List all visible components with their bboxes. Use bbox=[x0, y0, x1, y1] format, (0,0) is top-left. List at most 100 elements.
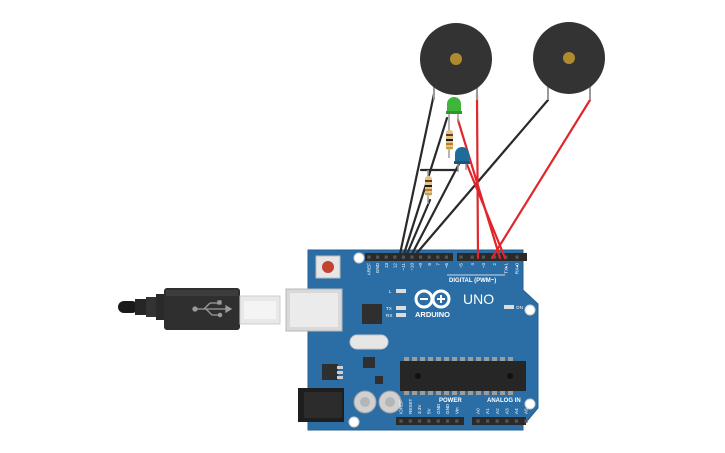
green-led[interactable] bbox=[446, 97, 462, 124]
pin-label: ~6 bbox=[444, 263, 449, 269]
usb-symbol-icon bbox=[192, 300, 233, 318]
small-chip bbox=[363, 357, 375, 368]
pin-socket[interactable] bbox=[399, 419, 403, 423]
model-label: UNO bbox=[463, 291, 494, 307]
pin-socket[interactable] bbox=[418, 419, 422, 423]
led-tx-label: TX bbox=[386, 306, 392, 311]
reset-button[interactable] bbox=[315, 255, 341, 279]
pin-label: Vin bbox=[454, 407, 459, 414]
pin-socket[interactable] bbox=[481, 255, 485, 259]
led-rx-label: RX bbox=[386, 313, 392, 318]
pin-socket[interactable] bbox=[493, 255, 497, 259]
mounting-hole bbox=[348, 416, 360, 428]
pin-socket[interactable] bbox=[436, 419, 440, 423]
resistor-1[interactable] bbox=[446, 124, 453, 158]
analog-header-label: ANALOG IN bbox=[487, 398, 521, 404]
atmega-microcontroller bbox=[400, 357, 526, 395]
pin-label: RX◂0 bbox=[515, 263, 520, 275]
dc-power-jack bbox=[298, 388, 344, 422]
digital-header-label: DIGITAL (PWM~) bbox=[449, 278, 496, 284]
pin-label: RESET bbox=[408, 398, 413, 414]
pin-socket[interactable] bbox=[486, 419, 490, 423]
pin-socket[interactable] bbox=[427, 419, 431, 423]
pin-label: 4 bbox=[470, 263, 475, 266]
pin-label: A2 bbox=[495, 408, 500, 414]
pin-socket[interactable] bbox=[410, 255, 414, 259]
pin-label: AREF bbox=[367, 263, 372, 275]
crystal-oscillator bbox=[349, 334, 389, 350]
capacitor bbox=[353, 390, 377, 414]
blue-led[interactable] bbox=[454, 147, 470, 172]
led-on-label: ON bbox=[516, 305, 523, 310]
pin-label: GND bbox=[445, 403, 450, 414]
pin-socket[interactable] bbox=[515, 255, 519, 259]
pin-socket[interactable] bbox=[384, 255, 388, 259]
usb-cable[interactable] bbox=[118, 288, 281, 330]
wire-black-buzzer1 bbox=[398, 92, 436, 256]
pin-socket[interactable] bbox=[476, 419, 480, 423]
wire-black-resistor bbox=[405, 198, 432, 256]
pin-label: 3.3V bbox=[417, 404, 422, 414]
pin-label: 7 bbox=[435, 263, 440, 266]
wire-red-led-blue bbox=[464, 160, 507, 260]
wire-black-led-blue bbox=[410, 160, 462, 256]
analog-pin-labels: A0 A1 A2 A3 A4 A5 bbox=[476, 408, 529, 423]
pin-label: GND bbox=[436, 403, 441, 414]
mounting-hole bbox=[524, 304, 536, 316]
pin-label: A4 bbox=[514, 408, 519, 414]
pin-socket[interactable] bbox=[436, 255, 440, 259]
pin-label: A0 bbox=[476, 408, 481, 414]
pin-socket[interactable] bbox=[419, 255, 423, 259]
pin-socket[interactable] bbox=[408, 419, 412, 423]
pin-socket[interactable] bbox=[393, 255, 397, 259]
analog-header[interactable] bbox=[472, 417, 526, 425]
arduino-logo-icon bbox=[414, 289, 451, 309]
pin-label: ~11 bbox=[401, 263, 406, 271]
pin-label: A5 bbox=[524, 408, 529, 414]
wire-black-buzzer2 bbox=[414, 98, 550, 256]
pin-label: 2 bbox=[492, 263, 497, 266]
pin-label: GND bbox=[375, 262, 380, 273]
wires[interactable] bbox=[398, 92, 592, 260]
pin-label: ~5 bbox=[459, 263, 464, 269]
mounting-hole bbox=[524, 398, 536, 410]
power-header-label: POWER bbox=[439, 398, 462, 404]
piezo-buzzer-2[interactable] bbox=[533, 22, 605, 100]
pin-socket[interactable] bbox=[514, 419, 518, 423]
status-leds: L TX RX ON bbox=[386, 289, 523, 318]
pin-socket[interactable] bbox=[427, 255, 431, 259]
pin-socket[interactable] bbox=[505, 419, 509, 423]
pin-label: ~3 bbox=[481, 263, 486, 269]
pin-socket[interactable] bbox=[376, 255, 380, 259]
pin-socket[interactable] bbox=[367, 255, 371, 259]
voltage-regulator bbox=[322, 364, 338, 380]
pin-label: 13 bbox=[384, 263, 389, 269]
mounting-hole bbox=[353, 252, 365, 264]
pin-label: 8 bbox=[427, 263, 432, 266]
usb-controller-chip bbox=[362, 304, 382, 324]
pin-socket[interactable] bbox=[455, 419, 459, 423]
pin-label: 5V bbox=[427, 407, 432, 414]
pin-socket[interactable] bbox=[459, 255, 463, 259]
pin-socket[interactable] bbox=[445, 419, 450, 423]
resistor-2[interactable] bbox=[425, 170, 432, 204]
pin-socket[interactable] bbox=[495, 419, 499, 423]
brand-label: ARDUINO bbox=[415, 310, 450, 319]
pin-label: ~9 bbox=[418, 263, 423, 269]
wire-red-led-green bbox=[456, 118, 502, 260]
pin-label: A3 bbox=[504, 408, 509, 414]
pin-socket[interactable] bbox=[444, 255, 448, 259]
pin-socket[interactable] bbox=[524, 419, 528, 423]
wire-red-buzzer2 bbox=[490, 98, 592, 260]
led-l-label: L bbox=[389, 289, 392, 294]
pin-socket[interactable] bbox=[401, 255, 405, 259]
pin-label: A1 bbox=[485, 408, 490, 414]
pin-label: 12 bbox=[392, 263, 397, 269]
pin-socket[interactable] bbox=[470, 255, 474, 259]
piezo-buzzer-1[interactable] bbox=[420, 23, 492, 100]
pin-label: ~10 bbox=[410, 263, 415, 271]
